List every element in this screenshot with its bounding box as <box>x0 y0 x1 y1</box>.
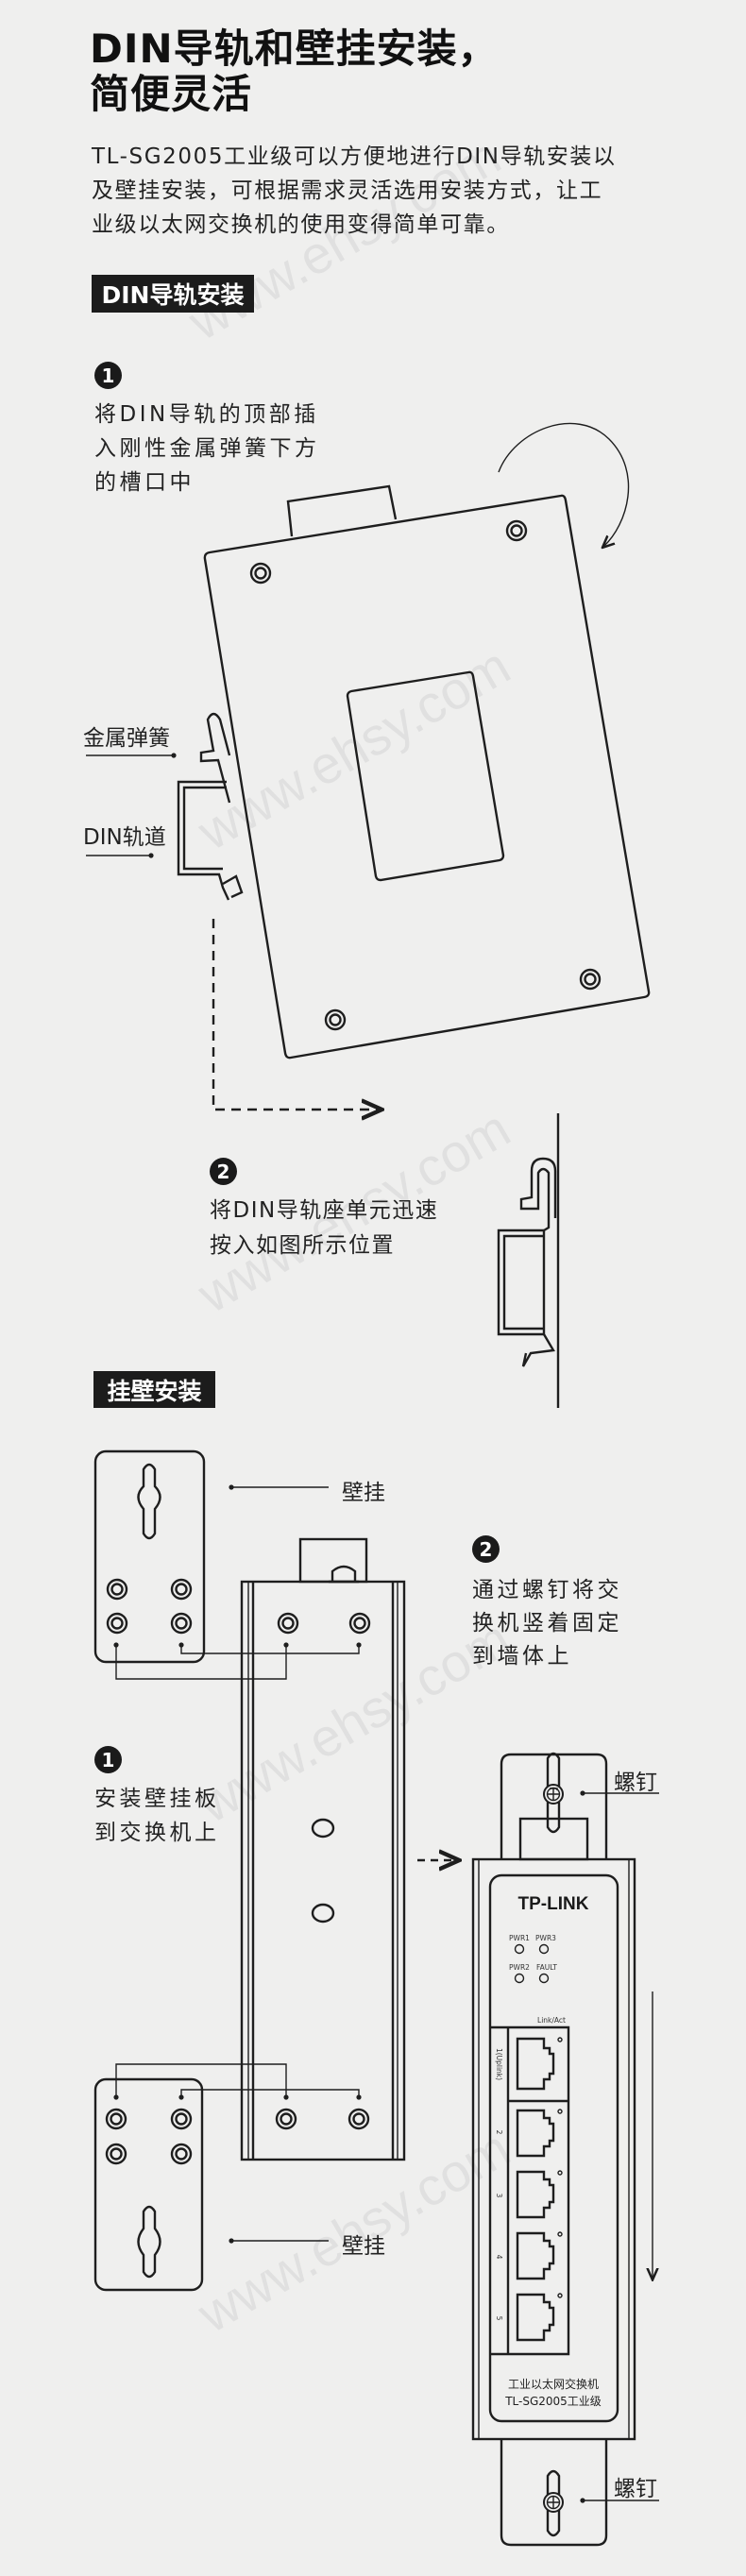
step-number-badge: 1 <box>94 1746 122 1773</box>
switch-back-drawing <box>115 1537 457 2161</box>
led-label: PWR1 <box>509 1934 530 1942</box>
step-text: 通过螺钉将交 <box>472 1578 622 1602</box>
step-text: 到交换机上 <box>94 1821 220 1845</box>
port-label: 1(Uplink) <box>495 2048 503 2080</box>
led-label: PWR3 <box>535 1934 556 1942</box>
switch-front-drawing: TP-LINK PWR1 PWR3 PWR2 FAULT Link/Act 1(… <box>471 1752 659 2547</box>
page-title-line: DIN导轨和壁挂安装， <box>90 25 499 72</box>
intro-text: 及壁挂安装，可根据需求灵活选用安装方式，让工 <box>92 178 603 203</box>
label-wall-mount: 壁挂 <box>342 2234 385 2259</box>
intro-text: 业级以太网交换机的使用变得简单可靠。 <box>92 212 510 237</box>
tilted-switch-drawing <box>86 422 651 1110</box>
step-text: 换机竖着固定 <box>472 1611 622 1635</box>
section-badge-wall: 挂壁安装 <box>93 1371 215 1408</box>
label-wall-mount: 壁挂 <box>342 1481 385 1505</box>
intro-text: TL-SG2005工业级可以方便地进行DIN导轨安装以 <box>92 144 617 169</box>
page-title-line: 简便灵活 <box>90 71 253 117</box>
section-badge-din: DIN导轨安装 <box>92 275 254 313</box>
din-clip-side-drawing <box>497 1113 560 1408</box>
wall-plate-bottom-drawing <box>93 2077 329 2292</box>
label-screw: 螺钉 <box>614 1771 657 1795</box>
port-label: 4 <box>495 2255 503 2260</box>
led-label: PWR2 <box>509 1963 530 1972</box>
step-text: 入刚性金属弹簧下方 <box>94 436 320 461</box>
step-text: 将DIN导轨的顶部插 <box>94 402 319 427</box>
label-screw: 螺钉 <box>614 2477 657 2501</box>
wall-plate-top-drawing <box>93 1449 329 1664</box>
rj45-ports <box>516 2037 563 2342</box>
label-din-rail: DIN轨道 <box>83 825 166 850</box>
label-metal-spring: 金属弹簧 <box>83 726 170 751</box>
step-text: 到墙体上 <box>472 1644 572 1669</box>
step-number-badge: 2 <box>210 1158 237 1185</box>
port-label: 3 <box>495 2194 503 2198</box>
step-text: 将DIN导轨座单元迅速 <box>210 1198 439 1223</box>
step-text: 安装壁挂板 <box>94 1787 220 1811</box>
port-label: 5 <box>495 2316 503 2321</box>
device-caption: TL-SG2005工业级 <box>504 2395 602 2408</box>
port-label: 2 <box>495 2130 503 2135</box>
brand-logo: TP-LINK <box>518 1894 589 1914</box>
link-act-label: Link/Act <box>537 2016 566 2025</box>
led-label: FAULT <box>536 1963 557 1972</box>
step-number-badge: 1 <box>94 362 122 389</box>
step-text: 按入如图所示位置 <box>210 1233 395 1258</box>
step-number-badge: 2 <box>472 1535 500 1563</box>
step-text: 的槽口中 <box>94 470 195 495</box>
device-caption: 工业以太网交换机 <box>508 2377 599 2391</box>
